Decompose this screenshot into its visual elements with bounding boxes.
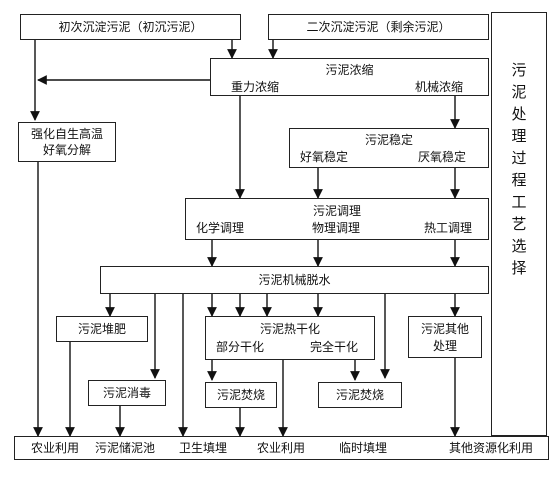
disposal-bar: 农业利用 污泥储泥池 卫生填埋 农业利用 临时填埋 其他资源化利用 xyxy=(14,436,549,460)
disinfection-label: 污泥消毒 xyxy=(102,386,151,400)
disposal-agri-2: 农业利用 xyxy=(257,441,306,455)
node-secondary-sludge: 二次沉淀污泥（剩余污泥） xyxy=(268,14,489,40)
node-disinfection: 污泥消毒 xyxy=(88,380,166,406)
node-incineration-a: 污泥焚烧 xyxy=(205,382,277,408)
other-treatment-line1: 污泥其他 xyxy=(420,322,469,336)
incineration-a-label: 污泥焚烧 xyxy=(216,388,265,402)
aerobic-stabilization-label: 好氧稳定 xyxy=(300,150,349,164)
conditioning-title: 污泥调理 xyxy=(312,204,361,218)
other-treatment-line2: 处理 xyxy=(432,339,457,353)
incineration-b-label: 污泥焚烧 xyxy=(335,388,384,402)
primary-sludge-label: 初次沉淀污泥（初沉污泥） xyxy=(58,20,203,34)
physical-conditioning-label: 物理调理 xyxy=(312,221,361,235)
node-aerobic-digestion: 强化自生高温 好氧分解 xyxy=(18,122,116,162)
secondary-sludge-label: 二次沉淀污泥（剩余污泥） xyxy=(306,20,451,34)
node-conditioning: 污泥调理 化学调理 物理调理 热工调理 xyxy=(185,198,489,240)
node-dewatering: 污泥机械脱水 xyxy=(100,266,489,294)
disposal-agri-1: 农业利用 xyxy=(31,441,80,455)
node-other-treatment: 污泥其他 处理 xyxy=(408,316,482,358)
composting-label: 污泥堆肥 xyxy=(77,322,126,336)
node-thickening: 污泥浓缩 重力浓缩 机械浓缩 xyxy=(210,58,489,96)
thermal-conditioning-label: 热工调理 xyxy=(424,221,473,235)
disposal-other-reuse: 其他资源化利用 xyxy=(449,441,534,455)
thickening-title: 污泥浓缩 xyxy=(325,63,374,77)
mechanical-thickening-label: 机械浓缩 xyxy=(415,80,464,94)
gravity-thickening-label: 重力浓缩 xyxy=(231,80,280,94)
stabilization-title: 污泥稳定 xyxy=(364,133,413,147)
aerobic-digestion-line1: 强化自生高温 xyxy=(30,127,103,141)
node-primary-sludge: 初次沉淀污泥（初沉污泥） xyxy=(20,14,241,40)
side-title: 污泥处理过程工艺选择 xyxy=(511,61,527,277)
anaerobic-stabilization-label: 厌氧稳定 xyxy=(418,150,467,164)
disposal-temp-landfill: 临时填埋 xyxy=(339,441,388,455)
heat-drying-title: 污泥热干化 xyxy=(259,322,320,336)
node-heat-drying: 污泥热干化 部分干化 完全干化 xyxy=(205,316,375,360)
disposal-sanitary-landfill: 卫生填埋 xyxy=(179,441,228,455)
node-stabilization: 污泥稳定 好氧稳定 厌氧稳定 xyxy=(289,128,489,168)
node-composting: 污泥堆肥 xyxy=(56,316,148,342)
aerobic-digestion-line2: 好氧分解 xyxy=(42,143,91,157)
chemical-conditioning-label: 化学调理 xyxy=(196,221,245,235)
partial-drying-label: 部分干化 xyxy=(216,340,265,354)
side-title-box: 污泥处理过程工艺选择 xyxy=(491,12,547,436)
dewatering-label: 污泥机械脱水 xyxy=(258,273,331,287)
node-incineration-b: 污泥焚烧 xyxy=(318,382,402,408)
disposal-storage-pond: 污泥储泥池 xyxy=(95,441,156,455)
complete-drying-label: 完全干化 xyxy=(310,340,359,354)
